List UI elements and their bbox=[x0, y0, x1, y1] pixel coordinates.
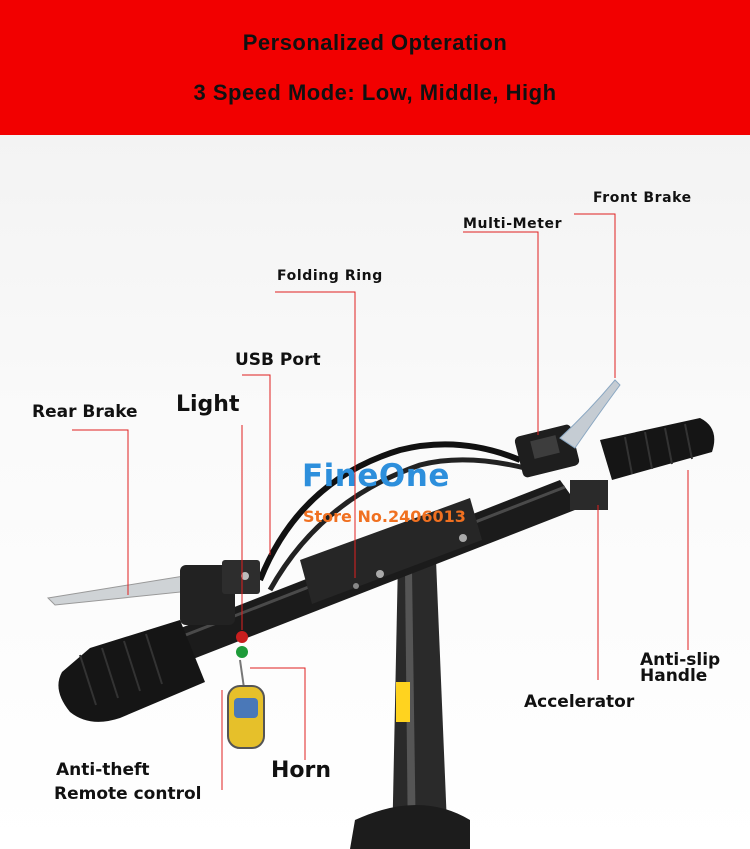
right-grip bbox=[600, 418, 715, 480]
accelerator-body bbox=[570, 480, 608, 510]
label-usb-port: USB Port bbox=[235, 350, 321, 370]
label-front-brake: Front Brake bbox=[593, 190, 692, 206]
stem-sticker bbox=[396, 682, 410, 722]
label-rear-brake: Rear Brake bbox=[32, 402, 138, 422]
label-anti-theft-line1: Anti-theft bbox=[56, 760, 150, 780]
left-grip bbox=[58, 620, 205, 722]
banner-title: Personalized Opteration bbox=[242, 30, 508, 55]
light-button bbox=[236, 631, 248, 643]
horn-button bbox=[236, 646, 248, 658]
banner-subtitle: 3 Speed Mode: Low, Middle, High bbox=[193, 80, 557, 105]
deck-front bbox=[350, 805, 470, 849]
label-horn: Horn bbox=[271, 758, 332, 783]
rear-brake-lever bbox=[46, 574, 201, 606]
label-multi-meter: Multi-Meter bbox=[463, 216, 563, 232]
label-anti-slip-line2: Handle bbox=[640, 666, 708, 686]
watermark-store: Store No.2406013 bbox=[303, 507, 466, 526]
leader-lines bbox=[72, 213, 689, 790]
front-brake-lever bbox=[559, 379, 621, 449]
label-light: Light bbox=[176, 392, 240, 417]
stem-highlight bbox=[405, 570, 416, 849]
label-accelerator: Accelerator bbox=[524, 692, 635, 712]
header-banner: Personalized Opteration 3 Speed Mode: Lo… bbox=[0, 0, 750, 135]
label-folding-ring: Folding Ring bbox=[277, 268, 383, 284]
cable-1 bbox=[257, 441, 522, 582]
watermark-brand: FineOne bbox=[302, 458, 450, 494]
cable-2 bbox=[267, 457, 541, 592]
left-switch-housing bbox=[180, 565, 235, 625]
label-anti-theft-line2: Remote control bbox=[54, 784, 202, 804]
folding-collar bbox=[300, 498, 482, 604]
product-photo-area bbox=[0, 135, 750, 849]
label-anti-slip-line1: Anti-slip bbox=[640, 650, 721, 670]
